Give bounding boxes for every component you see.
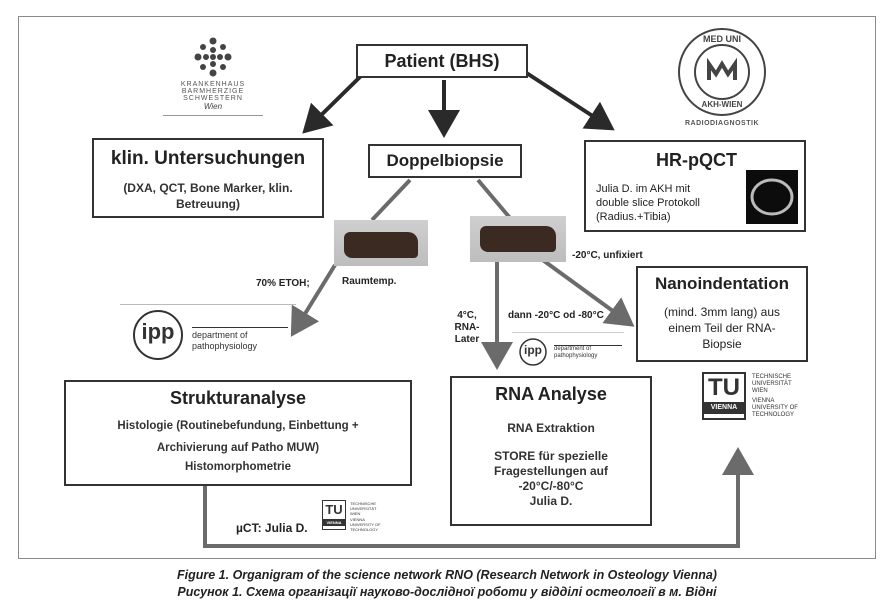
bone-crosssection-icon	[750, 178, 794, 216]
arrow-bottom-loop	[203, 447, 754, 548]
krankenhaus-logo: KRANKENHAUS BARMHERZIGE SCHWESTERN Wien	[158, 36, 268, 132]
tu-logo-box: TU VIENNA	[702, 372, 746, 420]
label-raumtemp: Raumtemp.	[342, 276, 397, 287]
doppelbiopsie-box: Doppelbiopsie	[368, 144, 522, 178]
label-unfixiert: -20°C, unfixiert	[572, 250, 643, 261]
klin-subtitle: (DXA, QCT, Bone Marker, klin. Betreuung)	[123, 181, 293, 211]
rna-analyse-line2: STORE für spezielle Fragestellungen auf …	[493, 449, 609, 493]
tu-small-word: VIENNA	[323, 519, 345, 526]
hrpqct-scan-image	[746, 170, 798, 224]
label-muct: µCT: Julia D.	[236, 521, 308, 535]
rna-analyse-line3: Julia D.	[529, 494, 573, 508]
klin-box: klin. Untersuchungen (DXA, QCT, Bone Mar…	[92, 138, 324, 218]
arrow-patient-hrpqct	[523, 70, 615, 131]
ipp-mark-small-icon	[519, 338, 547, 366]
cross-emblem-icon	[194, 37, 232, 77]
caption-ukrainian: Рисунок 1. Схема організації науково-дос…	[177, 585, 717, 599]
meduni-logo: MED UNI AKH-WIEN RADIODIAGNOSTIK	[676, 26, 768, 127]
strukturanalyse-box: Strukturanalyse Histologie (Routinebefun…	[64, 380, 412, 486]
strukturanalyse-line1: Histologie (Routinebefundung, Einbettung…	[117, 420, 359, 454]
doppelbiopsie-label: Doppelbiopsie	[386, 151, 504, 170]
meduni-top-text: MED UNI	[703, 34, 741, 44]
arrow-patient-klin	[302, 70, 367, 134]
hrpqct-subtitle: Julia D. im AKH mit double slice Protoko…	[596, 183, 700, 223]
tu-logo-mark: TU	[708, 374, 740, 401]
ipp-logo-left: ipp department of pathophysiology	[120, 304, 296, 367]
krankenhaus-line2: BARMHERZIGE	[181, 88, 245, 95]
biopsy-tissue-right	[480, 226, 556, 252]
klin-title: klin. Untersuchungen	[110, 148, 306, 169]
biopsy-tissue-left	[344, 232, 418, 258]
tu-small-en: VIENNA UNIVERSITY OF TECHNOLOGY	[350, 517, 381, 532]
ipp-dept-text-small: department of pathophysiology	[554, 345, 622, 360]
caption-english: Figure 1. Organigram of the science netw…	[177, 568, 717, 582]
krankenhaus-line4: Wien	[203, 102, 223, 111]
strukturanalyse-line2: Histomorphometrie	[184, 461, 292, 473]
strukturanalyse-title: Strukturanalyse	[169, 388, 307, 408]
hrpqct-box: HR-pQCT Julia D. im AKH mit double slice…	[584, 140, 806, 232]
tu-small-de: TECHNISCHE UNIVERSITÄT WIEN	[350, 501, 377, 516]
label-dann: dann -20°C od -80°C	[508, 310, 604, 321]
tu-small-mark: TU	[325, 502, 343, 517]
label-rna-later: 4°C, RNA-Later	[454, 310, 480, 345]
nanoindentation-subtitle: (mind. 3mm lang) aus einem Teil der RNA-…	[663, 305, 781, 351]
rna-analyse-line1: RNA Extraktion	[507, 421, 595, 435]
rna-analyse-title: RNA Analyse	[495, 384, 607, 404]
tu-logo-word: VIENNA	[704, 402, 744, 414]
arrow-to-struktur	[290, 263, 337, 337]
ipp-mark-icon	[133, 310, 183, 360]
hrpqct-title: HR-pQCT	[656, 150, 737, 170]
ipp-mark-text-small: ipp	[524, 343, 542, 357]
arrow-doppel-right	[476, 178, 512, 220]
tu-logo-en: VIENNA UNIVERSITY OF TECHNOLOGY	[752, 398, 798, 418]
meduni-seal-icon	[678, 28, 766, 116]
krankenhaus-line1: KRANKENHAUS	[180, 81, 246, 88]
ipp-dept-text-left: department of pathophysiology	[192, 327, 288, 352]
biopsy-photo-right	[470, 216, 566, 262]
krankenhaus-line3: SCHWESTERN	[183, 95, 243, 102]
tu-vienna-logo-small: TU VIENNA TECHNISCHE UNIVERSITÄT WIEN VI…	[322, 500, 386, 536]
meduni-bottom-text: AKH-WIEN	[701, 100, 743, 109]
patient-label: Patient (BHS)	[384, 51, 500, 71]
tu-small-box: TU VIENNA	[322, 500, 346, 530]
nanoindentation-box: Nanoindentation (mind. 3mm lang) aus ein…	[636, 266, 808, 362]
nanoindentation-title: Nanoindentation	[654, 274, 790, 293]
meduni-ring-text: RADIODIAGNOSTIK	[685, 120, 759, 127]
ipp-mark-text-left: ipp	[141, 319, 175, 344]
krankenhaus-rule	[163, 115, 263, 116]
arrow-to-nano	[538, 256, 635, 327]
tu-vienna-logo: TU VIENNA TECHNISCHE UNIVERSITÄT WIEN VI…	[702, 372, 806, 428]
ipp-logo-small: ipp department of pathophysiology	[512, 332, 624, 371]
tu-logo-de: TECHNISCHE UNIVERSITÄT WIEN	[752, 374, 792, 394]
rna-analyse-box: RNA Analyse RNA Extraktion STORE für spe…	[450, 376, 652, 526]
label-etoh: 70% ETOH;	[256, 278, 310, 289]
biopsy-photo-left	[334, 220, 428, 266]
arrow-doppel-left	[370, 178, 412, 222]
patient-box: Patient (BHS)	[356, 44, 528, 78]
